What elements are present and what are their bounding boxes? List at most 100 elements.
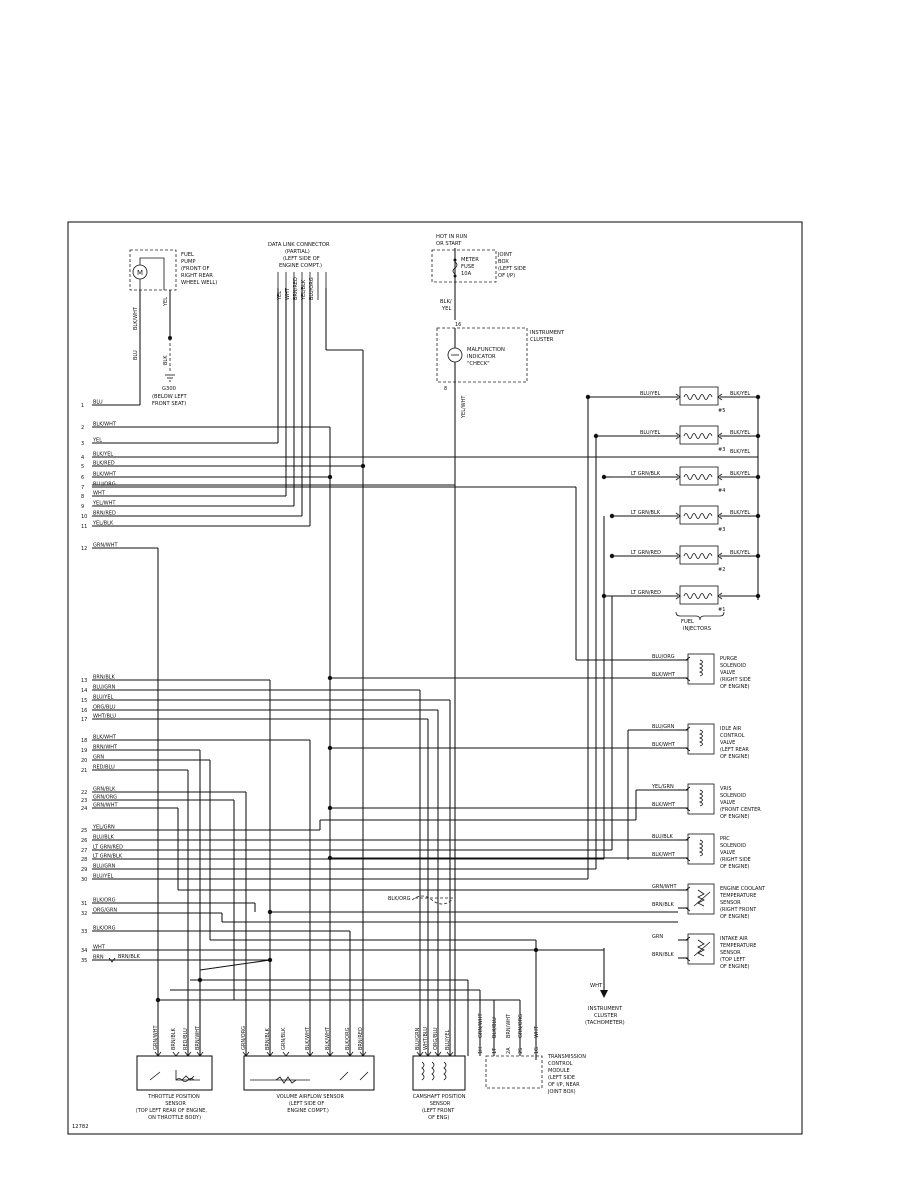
pin-19: 19 — [81, 748, 87, 754]
svg-text:DATA LINK CONNECTOR: DATA LINK CONNECTOR — [268, 242, 330, 248]
tps-label: SENSOR — [165, 1101, 186, 1107]
svg-text:WHT: WHT — [590, 983, 603, 989]
cmp-pin-label: BLU/YEL — [445, 1029, 451, 1050]
splice-35-label: BRN/BLK — [118, 954, 141, 960]
prc-label: OF ENGINE) — [720, 864, 750, 870]
injector-wire-out: BLK/YEL — [730, 471, 750, 477]
ect-label: TEMPERATURE — [719, 893, 756, 899]
pin-1: 1 — [81, 403, 84, 409]
svg-text:BLK/: BLK/ — [440, 299, 452, 305]
pin-6-wire: BLK/WHT — [93, 472, 117, 478]
splice — [755, 593, 761, 599]
tps-label: (TOP LEFT REAR OF ENGINE, — [136, 1108, 208, 1114]
svg-text:MALFUNCTION: MALFUNCTION — [467, 347, 505, 353]
pin-14: 14 — [81, 688, 87, 694]
purge-device — [687, 653, 715, 685]
ect-label: SENSOR — [720, 900, 741, 906]
svg-text:FUEL: FUEL — [681, 619, 694, 625]
splice — [609, 553, 615, 559]
vris-label: VRIS — [720, 786, 732, 792]
pin-14-wire: BLU/GRN — [93, 685, 116, 691]
splice — [197, 977, 203, 983]
splice — [609, 513, 615, 519]
pin-7: 7 — [81, 485, 84, 491]
purge-wire-2: BLK/WHT — [652, 672, 676, 678]
prc-label: SOLENOID — [720, 843, 746, 849]
injector-id: #3 — [718, 527, 725, 533]
fuel-pump: M FUEL PUMP (FRONT OF RIGHT REAR WHEEL W… — [129, 249, 217, 407]
dlc-pin-label: BRN/RED — [293, 277, 299, 300]
svg-text:FRONT SEAT): FRONT SEAT) — [152, 401, 186, 407]
iat-wire-1: GRN — [652, 934, 663, 940]
iat-device — [687, 933, 715, 965]
tps-label: ON THROTTLE BODY) — [148, 1115, 201, 1121]
pin-32-wire: ORG/GRN — [93, 908, 117, 914]
injector-wire-in: LT GRN/RED — [631, 550, 661, 556]
svg-text:BLK: BLK — [163, 355, 169, 365]
svg-text:YEL/WHT: YEL/WHT — [461, 395, 467, 419]
pin-5-wire: BLK/RED — [93, 461, 115, 467]
pin-21-wire: RED/BLU — [93, 765, 115, 771]
tcm-pin-label: GRN/ORG — [518, 1014, 524, 1038]
tcm-label: OF I/P, NEAR — [548, 1082, 580, 1088]
harness-pins: 1BLU2BLK/WHT3YEL4BLK/YEL5BLK/RED6BLK/WHT… — [81, 400, 123, 965]
ect-shield-label: BLK/ORG — [388, 896, 411, 902]
prc-label: (RIGHT SIDE — [720, 857, 751, 863]
purge-label: SOLENOID — [720, 663, 746, 669]
vaf-sensor — [243, 1055, 375, 1091]
pin-18-wire: BLK/WHT — [93, 735, 117, 741]
injector-wire-in: LT GRN/BLK — [631, 471, 661, 477]
svg-text:BLU: BLU — [133, 350, 139, 360]
vris-label: OF ENGINE) — [720, 814, 750, 820]
splice — [755, 433, 761, 439]
injector-wire-out: BLK/YEL — [730, 550, 750, 556]
diagram-id: 12782 — [72, 1124, 89, 1130]
pin-32: 32 — [81, 911, 87, 917]
svg-text:(PARTIAL): (PARTIAL) — [285, 249, 310, 255]
pin-33-wire: BLK/ORG — [93, 926, 116, 932]
iac-label: CONTROL — [720, 733, 745, 739]
cmp-pin-label: ORG/BLU — [433, 1027, 439, 1050]
pin-29: 29 — [81, 867, 87, 873]
vaf-pin-label: GRN/ORG — [241, 1026, 247, 1050]
harness-wires: BRN/BLK — [92, 272, 761, 1060]
pin-30-wire: BLU/YEL — [93, 874, 114, 880]
diagram-frame — [67, 221, 803, 1135]
pin-4: 4 — [81, 455, 84, 461]
pin-12: 12 — [81, 546, 87, 552]
pin-27: 27 — [81, 848, 87, 854]
pin-31: 31 — [81, 901, 87, 907]
injector-wire-out: BLK/YEL — [730, 510, 750, 516]
injector-id: #3 — [718, 447, 725, 453]
pin-12-wire: GRN/WHT — [93, 543, 118, 549]
motor-symbol: M — [137, 269, 143, 277]
splice — [755, 513, 761, 519]
vris-label: SOLENOID — [720, 793, 746, 799]
pin-28: 28 — [81, 857, 87, 863]
iac-label: VALVE — [720, 740, 735, 746]
iat-label: INTAKE AIR — [720, 936, 748, 942]
vaf-label: (LEFT SIDE OF — [289, 1101, 325, 1107]
splice — [755, 553, 761, 559]
pin-8: 8 — [81, 494, 84, 500]
iac-device — [687, 723, 715, 755]
tps-pin-label: GRN/WHT — [153, 1025, 159, 1050]
pin-3-wire: YEL — [92, 438, 102, 444]
injector-1 — [679, 386, 719, 406]
dlc-pin-label: YEL/BLK — [301, 279, 307, 301]
pin-18: 18 — [81, 738, 87, 744]
tcm-module — [485, 1055, 543, 1089]
svg-text:YEL: YEL — [163, 297, 169, 307]
iac-label: OF ENGINE) — [720, 754, 750, 760]
vaf-pin-label: GRN/BLK — [281, 1027, 287, 1050]
injector-6 — [679, 585, 719, 605]
tps-pin-label: RED/BLU — [183, 1028, 189, 1050]
purge-label: PURGE — [720, 656, 737, 662]
tcm-pin-label: BLK/BLU — [492, 1017, 498, 1038]
svg-text:16: 16 — [455, 322, 461, 328]
instrument-cluster: BLK/ YEL 16 INSTRUMENT CLUSTER MALFUNCTI… — [436, 299, 565, 1056]
tcm-label: TRANSMISSION — [547, 1054, 586, 1060]
svg-text:JOINT: JOINT — [497, 252, 513, 258]
